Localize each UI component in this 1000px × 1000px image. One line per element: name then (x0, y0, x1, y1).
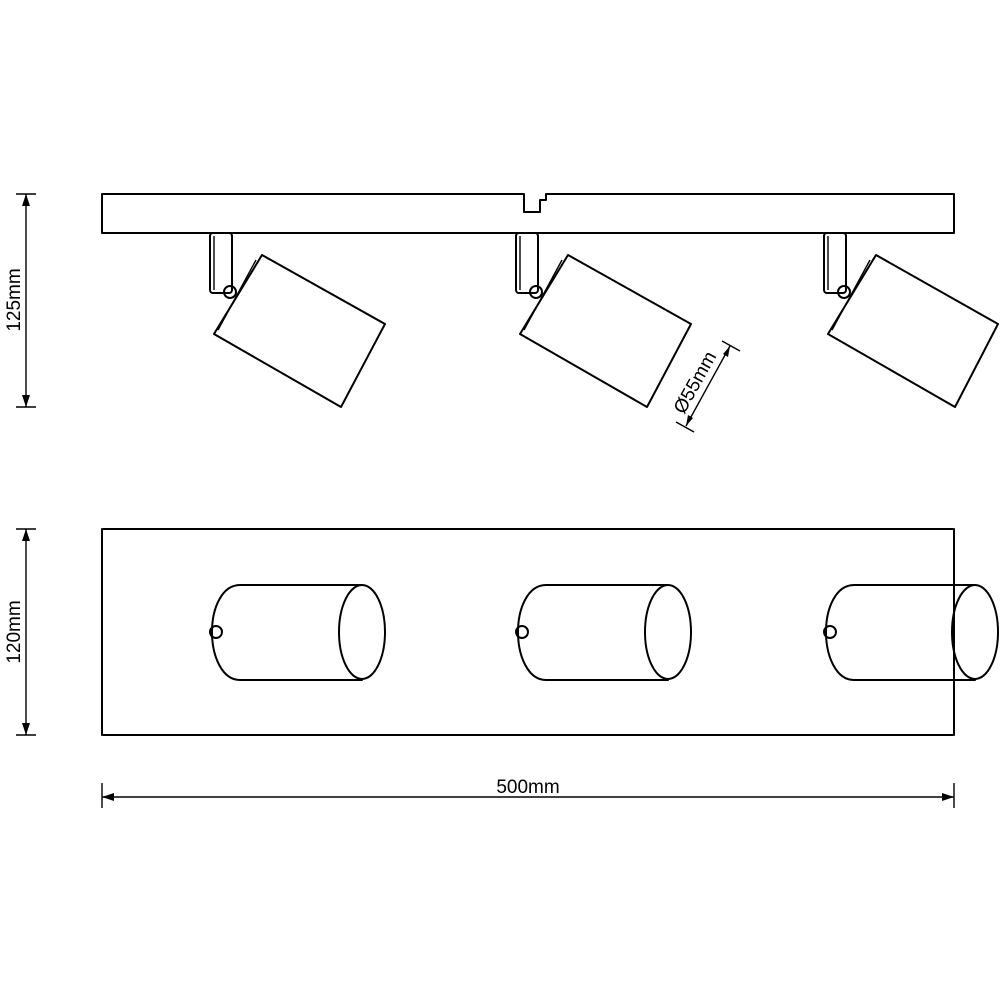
spot-2-arm (515, 232, 539, 294)
top-view-spot-2 (515, 584, 692, 681)
spot-1-arm (209, 232, 233, 294)
side-view-spot-2 (515, 232, 692, 408)
side-view-spot-3 (823, 232, 999, 408)
side-view: Ø55mm 125mm (4, 193, 999, 433)
spot-3-cylinder (825, 584, 976, 681)
side-view-mounting-bar (101, 193, 955, 234)
width-dimension: 500mm (101, 777, 955, 808)
side-view-spot-1 (209, 232, 386, 408)
spot-2-shade (519, 254, 692, 408)
top-view: 120mm 500mm (4, 528, 999, 808)
depth-label: 120mm (4, 600, 25, 663)
top-view-spot-1 (209, 584, 386, 681)
spot-3-arm (823, 232, 847, 294)
height-label: 125mm (4, 268, 25, 331)
top-view-spot-3 (823, 584, 999, 681)
diameter-label: Ø55mm (670, 348, 721, 417)
spot-2-knob (515, 625, 529, 639)
height-dimension: 125mm (4, 193, 36, 408)
spot-1-cylinder (211, 584, 363, 681)
spot-1-shade (213, 254, 386, 408)
spot-1-knob (209, 625, 223, 639)
spot-3-opening (951, 584, 999, 680)
spot-1-opening (338, 584, 386, 680)
spot-2-cylinder (517, 584, 669, 681)
spot-3-joint (837, 285, 851, 299)
diameter-dimension: Ø55mm (670, 340, 741, 433)
spot-2-opening (644, 584, 692, 680)
spot-2-joint (529, 285, 543, 299)
depth-dimension: 120mm (4, 528, 36, 736)
spot-1-joint (223, 285, 237, 299)
top-view-plate (101, 528, 955, 736)
spot-3-shade (827, 254, 999, 408)
width-label: 500mm (496, 777, 559, 798)
spot-3-knob (823, 625, 837, 639)
